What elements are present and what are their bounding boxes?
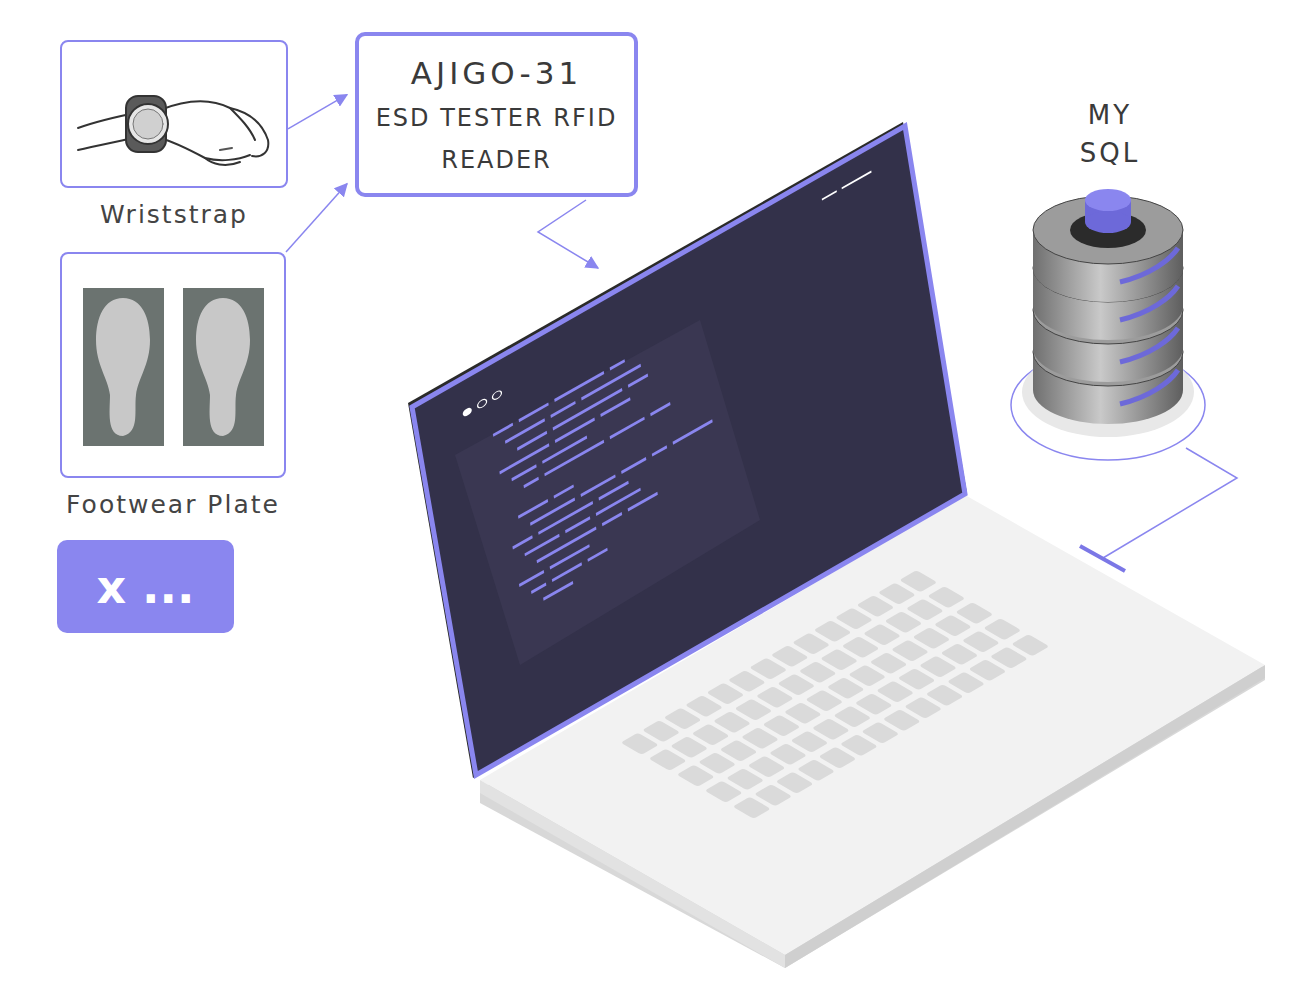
illustration-box: Wriststrap bbox=[60, 40, 288, 188]
code-dash bbox=[554, 371, 604, 402]
disk-hub bbox=[1070, 212, 1146, 248]
code-dash bbox=[587, 548, 607, 562]
port bbox=[1080, 546, 1125, 571]
code-dash bbox=[550, 401, 575, 418]
code-dash bbox=[673, 419, 713, 444]
code-dash bbox=[519, 570, 544, 587]
code-dash bbox=[543, 581, 573, 601]
code-dash bbox=[628, 492, 658, 512]
box-caption: Footwear Plate bbox=[66, 490, 280, 519]
laptop-drawing bbox=[408, 122, 1265, 968]
footwear-plate-drawing bbox=[83, 288, 264, 446]
code-dash bbox=[530, 497, 575, 525]
code-dash bbox=[554, 484, 574, 498]
code-dash bbox=[552, 562, 582, 582]
code-lines bbox=[461, 171, 910, 626]
box-caption: Wriststrap bbox=[100, 200, 248, 229]
code-dash bbox=[499, 443, 549, 474]
illustration-box: Footwear Plate bbox=[60, 252, 286, 478]
database-drawing bbox=[1011, 189, 1205, 460]
wriststrap-drawing bbox=[78, 96, 268, 165]
key bbox=[1011, 634, 1049, 656]
code-dash bbox=[512, 535, 532, 549]
code-dash bbox=[555, 417, 595, 442]
device-name: AJIGO-31 bbox=[411, 49, 582, 97]
code-dash bbox=[610, 417, 645, 440]
code-dash bbox=[531, 583, 546, 594]
code-dash bbox=[565, 516, 590, 533]
leader-line bbox=[538, 200, 598, 268]
code-dash bbox=[610, 359, 625, 370]
code-dash bbox=[652, 445, 667, 456]
code-dash bbox=[493, 423, 513, 437]
database-label: MY SQL bbox=[1040, 86, 1180, 182]
database-name: MY SQL bbox=[1070, 96, 1150, 172]
code-dash bbox=[596, 488, 641, 516]
key bbox=[899, 570, 937, 592]
device-function: ESD TESTER RFID READER bbox=[372, 97, 622, 181]
code-dash bbox=[542, 436, 587, 464]
dash bbox=[842, 171, 872, 190]
code-dash bbox=[621, 457, 646, 474]
code-dash bbox=[524, 477, 539, 488]
key bbox=[983, 618, 1021, 640]
code-dash bbox=[505, 418, 545, 443]
dot bbox=[492, 389, 502, 401]
code-dash bbox=[550, 544, 590, 569]
connector bbox=[288, 95, 347, 129]
code-dash bbox=[600, 397, 630, 417]
dash bbox=[822, 190, 837, 200]
code-dash bbox=[538, 501, 593, 535]
key bbox=[927, 586, 965, 608]
more-box: x ... bbox=[57, 540, 234, 633]
device-box: AJIGO-31ESD TESTER RFID READER bbox=[355, 32, 638, 197]
code-dash bbox=[650, 402, 670, 416]
disk-band bbox=[1120, 248, 1178, 282]
connector bbox=[286, 184, 347, 252]
code-dash bbox=[544, 440, 604, 477]
code-dash bbox=[511, 464, 536, 481]
dot bbox=[462, 406, 472, 418]
code-dash bbox=[628, 374, 648, 388]
key bbox=[955, 602, 993, 624]
wire bbox=[1103, 448, 1237, 558]
dot bbox=[477, 398, 487, 410]
more-text: x ... bbox=[96, 560, 194, 614]
code-dash bbox=[602, 512, 622, 526]
